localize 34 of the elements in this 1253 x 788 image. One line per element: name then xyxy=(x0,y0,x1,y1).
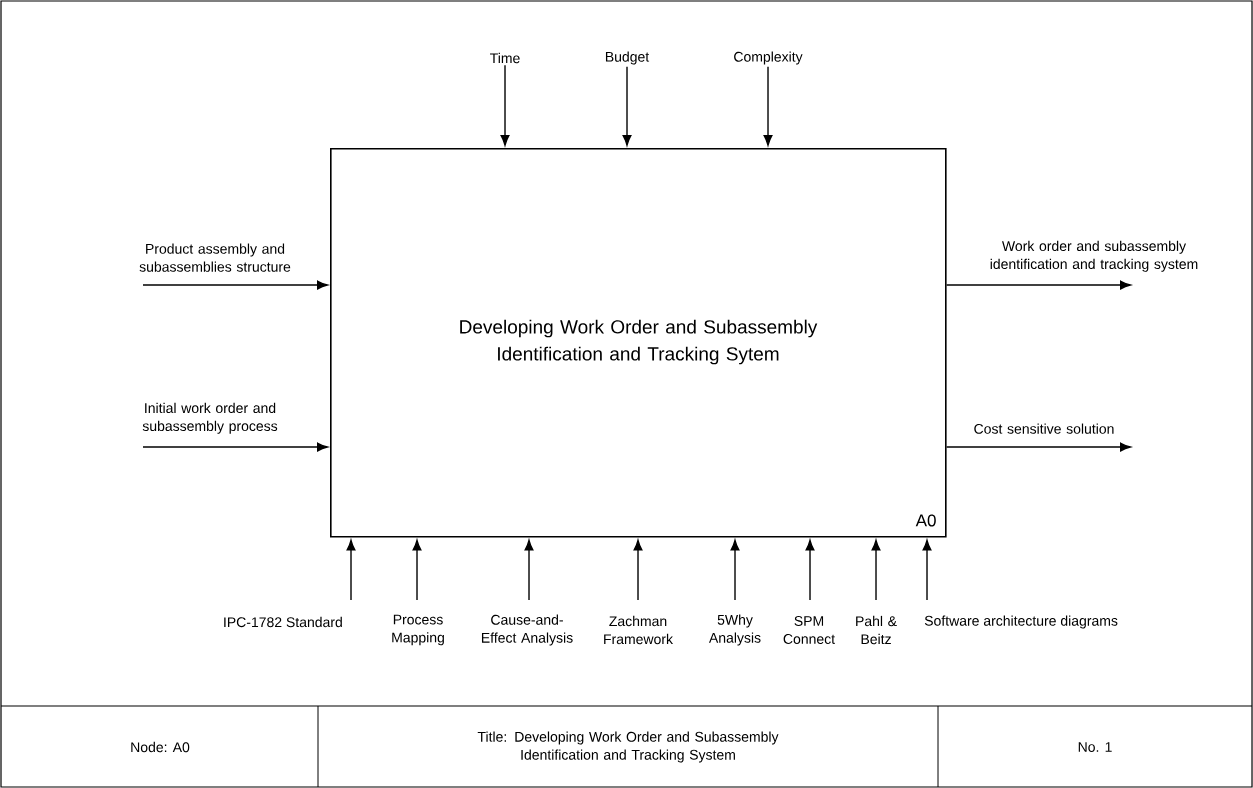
process-box: Developing Work Order and Subassembly Identification and Tracking Sytem A0 xyxy=(330,148,947,538)
input-label: Time xyxy=(490,52,520,64)
input-label: Process Mapping xyxy=(392,614,444,646)
arrow xyxy=(730,539,740,601)
edge-label: Initial work order and subassembly process xyxy=(142,402,278,434)
arrow xyxy=(763,66,773,146)
input-label: Budget xyxy=(605,51,650,65)
arrow xyxy=(346,539,356,601)
input-label: Cause-and- Effect Analysis xyxy=(482,614,573,646)
arrow xyxy=(142,442,328,452)
arrow xyxy=(922,539,932,601)
edge-label: Cost sensitive solution xyxy=(974,423,1114,434)
arrow xyxy=(633,539,643,601)
input-label: SPM Connect xyxy=(783,616,835,644)
input-label: Complexity xyxy=(734,51,803,65)
arrow xyxy=(622,66,632,146)
table-cell: Node: A0 xyxy=(131,741,190,753)
arrow xyxy=(524,539,534,601)
input-label: 5Why Analysis xyxy=(708,614,761,646)
arrow xyxy=(945,442,1131,452)
input-label: IPC-1782 Standard xyxy=(224,616,342,628)
arrow xyxy=(500,64,510,146)
arrow xyxy=(805,539,815,601)
arrow xyxy=(945,280,1131,290)
table-cell: Title: Developing Work Order and Subassembly Identification and Tracking System xyxy=(477,731,779,763)
input-label: Pahl & Beitz xyxy=(856,615,897,645)
arrow xyxy=(412,539,422,601)
input-label: Zachman Framework xyxy=(604,615,674,645)
edge-label: Product assembly and subassemblies structure xyxy=(139,243,291,272)
arrow xyxy=(142,280,328,290)
edge-label: Work order and subassembly identification and tracking system xyxy=(990,240,1198,272)
input-label: Software architecture diagrams xyxy=(924,615,1118,629)
table-cell: No. 1 xyxy=(1078,742,1112,752)
arrow xyxy=(871,539,881,601)
